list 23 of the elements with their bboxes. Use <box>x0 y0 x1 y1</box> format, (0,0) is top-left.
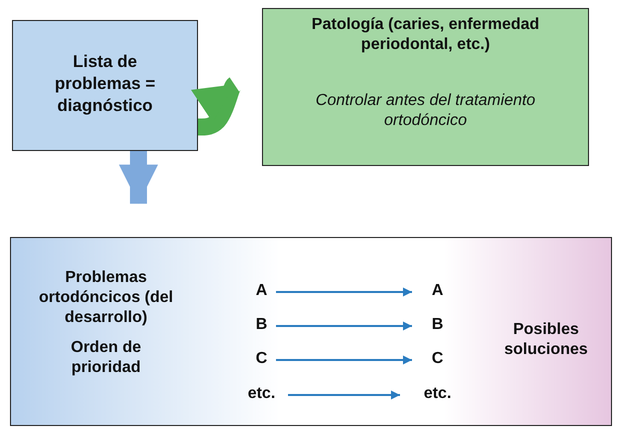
list-item-text: B <box>430 314 444 334</box>
arrow <box>276 322 412 330</box>
list-item-text: A <box>254 280 268 300</box>
list-item-text: B <box>254 314 268 334</box>
list-item-text: etc. <box>422 384 452 404</box>
node-label: Patología (caries, enfermedad periodontal, etc.) <box>310 15 540 55</box>
node-label: Posibles soluciones <box>503 320 589 360</box>
note-text: Controlar antes del tratamiento ortodóncico <box>314 91 536 131</box>
panel-box <box>10 237 612 426</box>
list-item-text: C <box>254 348 268 368</box>
node-label: Problemas ortodóncicos (del desarrollo) <box>38 268 174 328</box>
node-label: Orden de prioridad <box>70 338 142 378</box>
block-arrow <box>118 151 158 204</box>
list-item-text: A <box>430 280 444 300</box>
arrow <box>288 390 400 400</box>
list-item-text: etc. <box>246 384 276 404</box>
node-label: Lista de problemas = diagnóstico <box>54 51 156 117</box>
process-box <box>12 20 198 151</box>
arrow <box>276 356 412 364</box>
arrow <box>276 288 412 296</box>
list-item-text: C <box>430 348 444 368</box>
block-arrow <box>190 76 242 136</box>
process-box <box>262 8 589 166</box>
